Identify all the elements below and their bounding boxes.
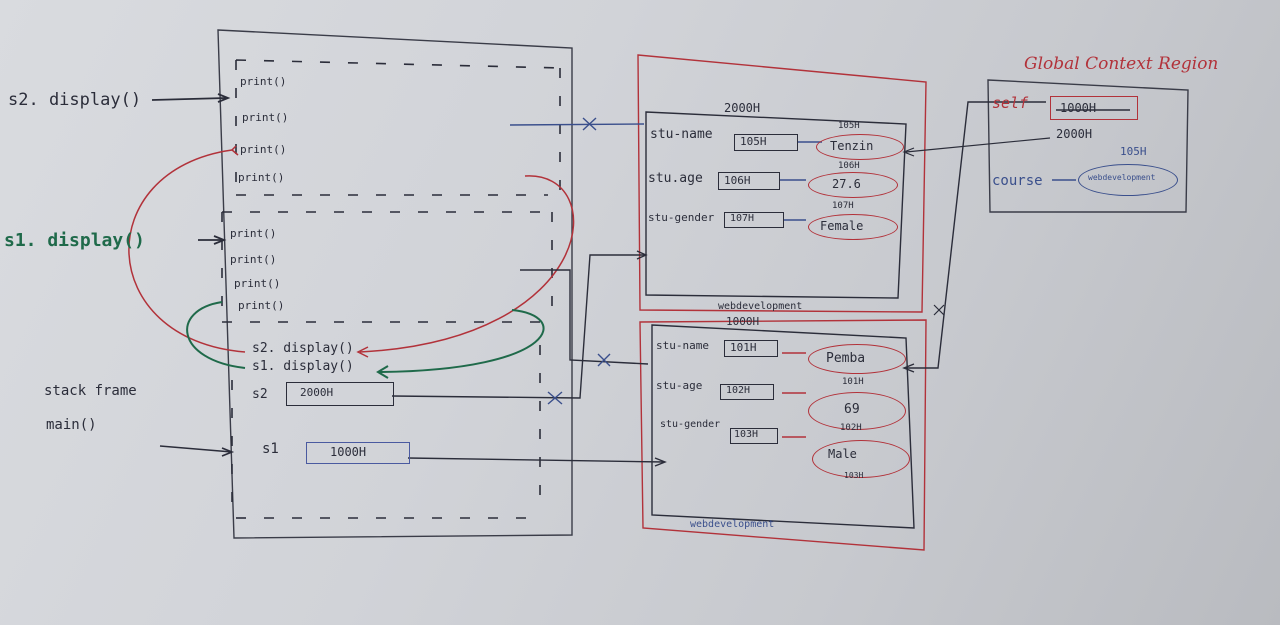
field-stu-gender: stu-gender <box>648 211 715 224</box>
value-gender: Male <box>828 447 857 461</box>
heap-object-1000H-border <box>639 319 927 551</box>
value-name: Tenzin <box>830 139 874 153</box>
s1-display-call: s1. display() <box>4 230 145 251</box>
ref-value: 107H <box>730 213 755 224</box>
s2-variable-box <box>286 382 394 406</box>
value-cloud <box>808 214 898 240</box>
print-call: print() <box>240 75 287 88</box>
ref-box <box>734 134 798 151</box>
s1-variable-label: s1 <box>262 441 279 457</box>
value-address: 107H <box>832 201 854 211</box>
value-address: 102H <box>840 423 862 433</box>
ref-value: 103H <box>734 429 759 440</box>
stack-frame-border <box>217 29 573 539</box>
class-label: webdevelopment <box>718 301 803 312</box>
ref-box <box>718 172 780 190</box>
field-stu-name: stu-name <box>656 339 709 352</box>
stack-frame-label: stack frame <box>44 383 137 399</box>
course-value: webdevelopment <box>1088 173 1156 182</box>
s1-display-frame-label: s1. display() <box>252 359 354 374</box>
s2-display-frame-label: s2. display() <box>252 341 354 356</box>
print-call: print() <box>242 111 289 124</box>
course-cloud <box>1078 164 1178 196</box>
s2-variable-label: s2 <box>252 387 268 402</box>
value-address: 106H <box>838 161 860 171</box>
global-region-border <box>987 79 1189 213</box>
value-age: 27.6 <box>832 177 861 191</box>
s1-variable-box <box>306 442 410 464</box>
s2-display-call: s2. display() <box>8 90 142 110</box>
value-gender: Female <box>820 219 864 233</box>
global-context-title: Global Context Region <box>1024 54 1219 74</box>
ref-value: 106H <box>724 174 751 187</box>
main-label: main() <box>46 417 97 433</box>
self-box <box>1050 96 1138 120</box>
value-cloud <box>808 392 906 430</box>
value-cloud <box>808 172 898 198</box>
s2-value: 2000H <box>300 386 334 399</box>
ref-box <box>724 340 778 357</box>
print-call: print() <box>238 171 285 184</box>
field-stu-age: stu.age <box>648 171 703 186</box>
ref-box <box>724 212 784 228</box>
print-call: print() <box>230 253 277 266</box>
print-call: print() <box>240 143 287 156</box>
ref-value: 105H <box>740 135 767 148</box>
value-cloud <box>812 440 910 478</box>
self-old-value: 1000H <box>1060 101 1097 115</box>
print-call: print() <box>238 299 285 312</box>
value-address: 105H <box>838 121 860 131</box>
print-call: print() <box>230 227 277 240</box>
ref-value: 101H <box>730 341 757 354</box>
heap-object-2000H-border <box>637 54 927 313</box>
self-new-value: 2000H <box>1056 127 1093 141</box>
value-cloud <box>816 134 904 160</box>
ref-box <box>720 384 774 400</box>
class-label: webdevelopment <box>690 519 775 530</box>
s1-value: 1000H <box>330 445 367 459</box>
course-label: course <box>992 173 1043 189</box>
field-stu-name: stu-name <box>650 127 713 142</box>
print-call: print() <box>234 277 281 290</box>
value-cloud <box>808 344 906 374</box>
heap-address-1000H: 1000H <box>726 315 760 328</box>
heap-address-2000H: 2000H <box>724 101 761 115</box>
course-address: 105H <box>1120 145 1147 158</box>
self-label: self <box>992 94 1029 112</box>
value-age: 69 <box>844 402 860 417</box>
field-stu-age: stu-age <box>656 379 703 392</box>
ref-box <box>730 428 778 444</box>
ref-value: 102H <box>726 385 751 396</box>
value-name: Pemba <box>826 351 866 366</box>
value-address: 101H <box>842 377 864 387</box>
field-stu-gender: stu-gender <box>660 419 721 430</box>
value-address: 103H <box>844 471 864 480</box>
